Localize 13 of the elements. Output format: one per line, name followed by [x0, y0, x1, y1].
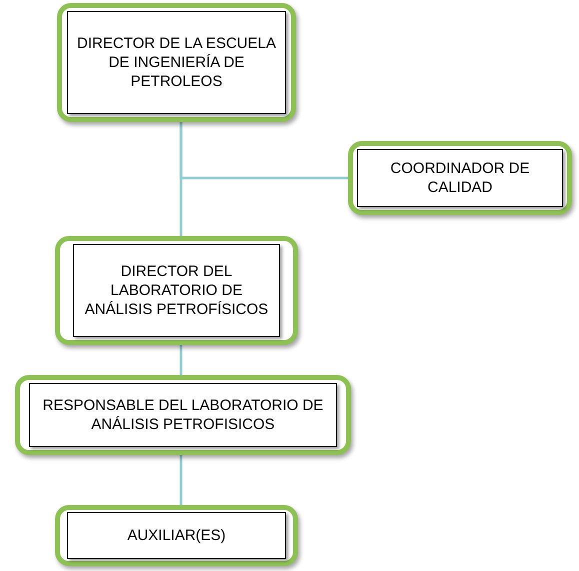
connector-line [180, 455, 182, 505]
org-box [55, 505, 298, 566]
org-box [57, 3, 296, 122]
position-title: COORDINADOR DE CALIDAD [357, 149, 563, 207]
position-title: AUXILIAR(ES) [67, 512, 286, 559]
position-title: DIRECTOR DEL LABORATORIO DE ANÁLISIS PETROFÍSICOS [73, 244, 280, 337]
org-box [55, 236, 298, 345]
connector-line [180, 345, 182, 375]
position-title: DIRECTOR DE LA ESCUELA DE INGENIERÍA DE PETROLEOS [67, 11, 286, 114]
org-box [348, 141, 572, 215]
connector-line [180, 122, 348, 180]
org-box [15, 375, 351, 455]
position-title: RESPONSABLE DEL LABORATORIO DE ANÁLISIS PETROFISICOS [29, 383, 337, 447]
